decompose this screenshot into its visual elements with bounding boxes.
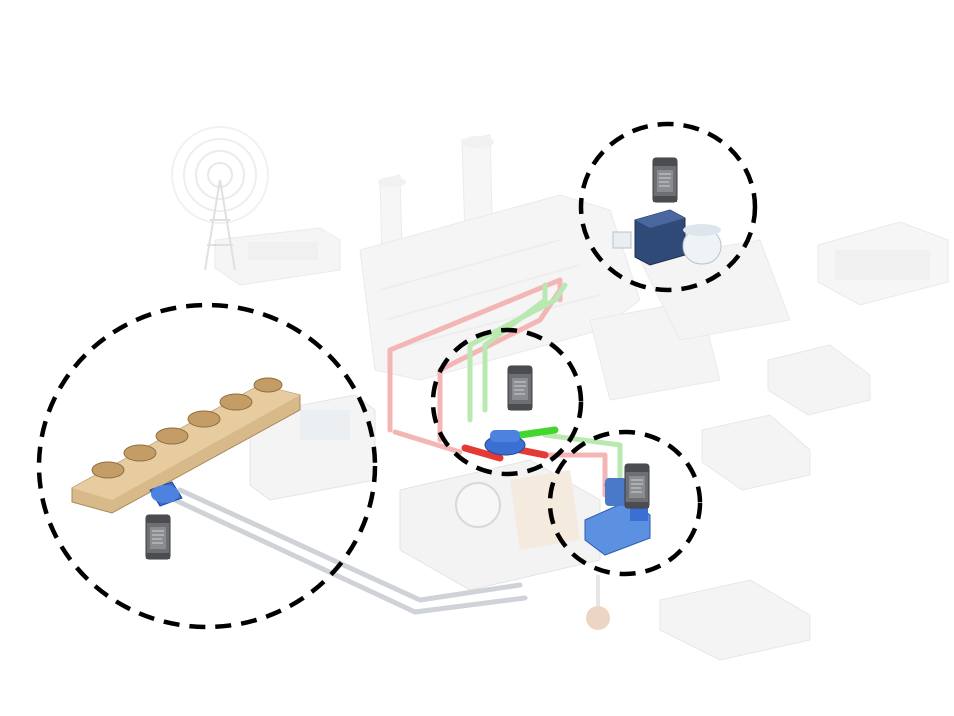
sensor-storage-tanks[interactable] [652,157,678,203]
junction-pump [484,430,526,456]
radio-tower [171,126,269,271]
sensor-pipe-junction[interactable] [507,365,533,411]
turbine-generator [399,459,610,630]
callout-circle-cooling-tower [36,302,378,630]
callout-circle-storage-tanks [578,121,758,293]
callout-circle-pipe-junction [430,327,584,477]
cooling-pump [149,481,183,507]
cooling-tower [71,377,301,514]
storage-tanks [612,209,722,266]
control-room-building [214,227,341,286]
sensor-pump-motor[interactable] [624,463,650,509]
faded-pipes [387,277,623,498]
callout-circle-pump-motor [547,429,703,577]
pump-motor-unit [584,478,651,556]
office-building [817,221,949,306]
transformer-yard [659,344,871,661]
sensor-cooling-tower[interactable] [145,514,171,560]
main-plant-structure [359,134,791,401]
operations-room [249,394,376,501]
